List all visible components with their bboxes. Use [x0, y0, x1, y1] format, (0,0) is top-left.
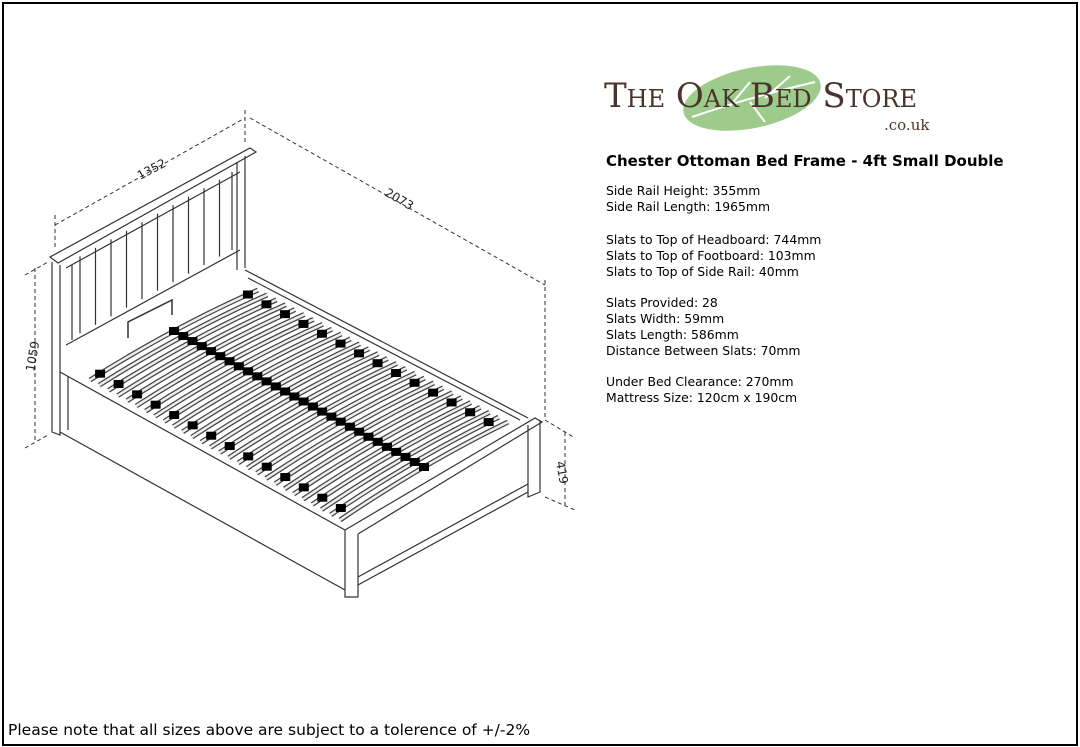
slat-holder [419, 463, 429, 471]
slat-holder [354, 349, 365, 358]
slat-holder [483, 418, 494, 427]
dimension-line-width [54, 110, 246, 250]
logo-text: The Oak Bed Store [604, 76, 917, 116]
dimension-line-footboard-height [544, 419, 576, 511]
oak-leaf-icon [683, 65, 821, 131]
slat-holder [280, 387, 291, 396]
slat-holder [307, 402, 318, 411]
slat-holder [381, 442, 392, 451]
spec-mattress-size: Mattress Size: 120cm x 190cm [606, 390, 798, 405]
slat-holder [409, 378, 420, 387]
slat-holder [113, 380, 124, 389]
slat-holder [233, 362, 244, 371]
logo-domain: .co.uk [884, 116, 930, 134]
slat-holder [187, 337, 198, 346]
headboard-cap [48, 147, 258, 264]
footboard [344, 417, 544, 586]
spec-slats-side-rail: Slats to Top of Side Rail: 40mm [606, 264, 799, 279]
slat-holder [335, 504, 346, 513]
store-logo: The Oak Bed Store .co.uk [600, 62, 960, 142]
slat-holder [150, 400, 161, 409]
slat-holder [326, 412, 337, 421]
dimension-footboard-height-label: 419 [553, 460, 571, 485]
spec-under-bed-clearance: Under Bed Clearance: 270mm [606, 374, 794, 389]
slat-holder [363, 432, 374, 441]
side-rail-near [59, 371, 359, 598]
spec-slats-headboard: Slats to Top of Headboard: 744mm [606, 232, 822, 247]
dimension-length-label: 2073 [383, 185, 416, 212]
slat-holder [317, 407, 328, 416]
slat-holder [252, 372, 263, 381]
slat-holder [279, 310, 290, 319]
slat-holder [242, 290, 253, 299]
slat-holder [409, 457, 420, 466]
spec-slats-length: Slats Length: 586mm [606, 327, 739, 342]
spec-slats-width: Slats Width: 59mm [606, 311, 725, 326]
slat-holder [187, 421, 198, 430]
slat-holder [317, 493, 328, 502]
slat-holder [169, 411, 180, 420]
slat-holder [344, 422, 355, 431]
slat-holder [243, 452, 254, 461]
slat-group [88, 287, 510, 523]
slat-holder [428, 388, 439, 397]
lift-handle [127, 298, 173, 338]
dimension-headboard-height-label: 1059 [23, 340, 42, 373]
dimension-line-length [249, 117, 546, 420]
slat-holder [261, 300, 272, 309]
side-rail-far [244, 269, 529, 421]
spec-slats-provided: Slats Provided: 28 [606, 295, 718, 310]
slat-holder [400, 452, 411, 461]
slat-holder [298, 397, 309, 406]
slat-holder [316, 329, 327, 338]
product-title: Chester Ottoman Bed Frame - 4ft Small Do… [606, 152, 1004, 170]
slat-holder [289, 392, 300, 401]
dimension-width-label: 1352 [135, 156, 169, 183]
slat-holder [391, 369, 402, 378]
slat-holder [354, 427, 365, 436]
slat-holder [280, 473, 291, 482]
spec-slat-distance: Distance Between Slats: 70mm [606, 343, 801, 358]
slat-holder [169, 327, 179, 335]
slat-holder [465, 408, 476, 417]
slat-holder [298, 483, 309, 492]
headboard-left-post [51, 262, 61, 436]
headboard-vertical-slats [79, 179, 221, 334]
slat-holder [298, 319, 309, 328]
slat-holder [132, 390, 143, 399]
headboard-panel [65, 171, 241, 346]
slat-holder [391, 447, 402, 456]
spec-side-rail-length: Side Rail Length: 1965mm [606, 199, 771, 214]
slat-holder [372, 359, 383, 368]
slat-holder [215, 352, 226, 361]
slat-holder [335, 417, 346, 426]
slat-holder [446, 398, 457, 407]
slat-holder [95, 369, 106, 378]
slat-holder [206, 347, 217, 356]
dimension-line-headboard-height [24, 261, 49, 449]
tolerance-note: Please note that all sizes above are sub… [8, 721, 531, 739]
spec-slats-footboard: Slats to Top of Footboard: 103mm [606, 248, 816, 263]
slat-holder [196, 342, 207, 351]
slat-holder [224, 357, 235, 366]
slat-holder [270, 382, 281, 391]
slat-holder [372, 437, 383, 446]
slat-holder [243, 367, 254, 376]
spec-side-rail-height: Side Rail Height: 355mm [606, 183, 761, 198]
slat-holder [261, 377, 272, 386]
slat-holder [206, 431, 217, 440]
slat-holder [335, 339, 346, 348]
slat-holder [178, 332, 189, 341]
slat-holder [224, 442, 235, 451]
slat-holder [261, 462, 272, 471]
